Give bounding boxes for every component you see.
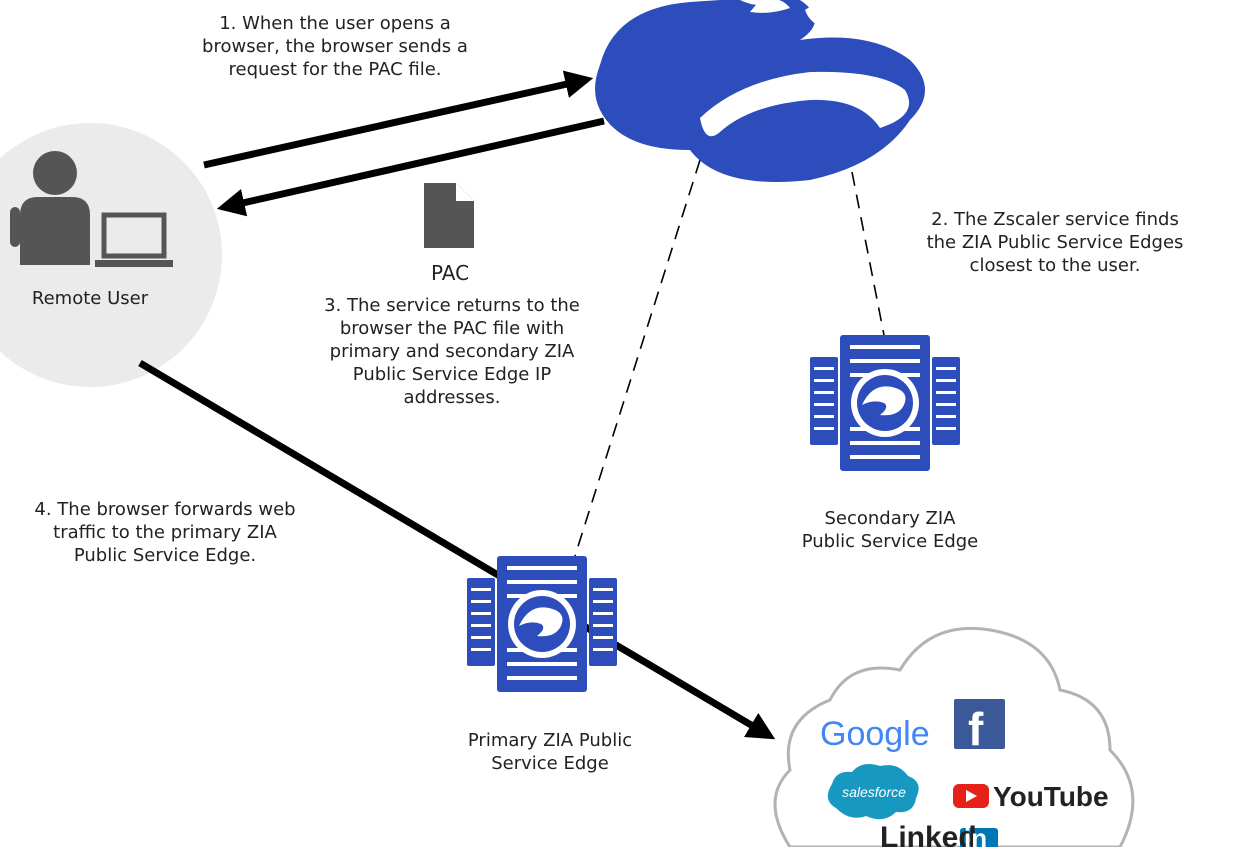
step3-label: 3. The service returns to the browser th…	[324, 295, 580, 408]
linkedin-logo: Linked	[880, 821, 977, 847]
pac-file-icon	[424, 183, 474, 248]
user-icon	[10, 151, 90, 265]
cloud-to-secondary-dashed-line	[851, 171, 885, 336]
step4-label: 4. The browser forwards web traffic to t…	[34, 499, 296, 566]
cloud-to-primary-dashed-line	[574, 159, 701, 557]
google-logo: Google	[820, 715, 930, 753]
traffic-arrow	[138, 359, 776, 740]
secondary-server-icon	[810, 335, 960, 471]
primary-server-icon	[467, 556, 617, 692]
step2-label: 2. The Zscaler service finds the ZIA Pub…	[926, 209, 1184, 276]
return-pac-arrow	[216, 117, 605, 217]
primary-edge-label: Primary ZIA Public Service Edge	[467, 730, 633, 774]
step1-label: 1. When the user opens a browser, the br…	[202, 13, 468, 80]
youtube-play-icon	[966, 790, 977, 802]
request-pac-arrow	[203, 70, 594, 169]
pac-label: PAC	[430, 261, 470, 285]
youtube-logo: YouTube	[993, 781, 1109, 812]
remote-user-label: Remote User	[31, 288, 149, 309]
linkedin-in-box	[960, 828, 998, 847]
linkedin-in-text: in	[964, 823, 987, 847]
salesforce-logo: salesforce	[842, 784, 906, 800]
facebook-logo-box	[954, 699, 1005, 749]
laptop-icon	[95, 212, 173, 267]
secondary-edge-label: Secondary ZIA Public Service Edge	[801, 508, 979, 552]
salesforce-logo-cloud	[827, 764, 919, 820]
zscaler-cloud-icon	[595, 0, 925, 182]
facebook-logo: f	[968, 703, 984, 755]
